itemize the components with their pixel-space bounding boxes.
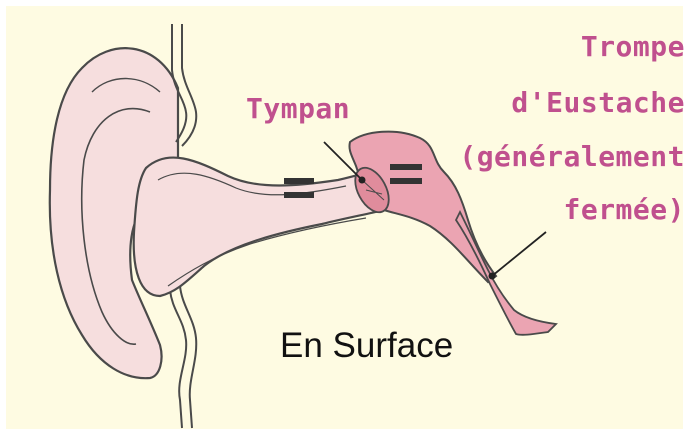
tympan-pointer-dot — [359, 177, 366, 184]
eustachian-tube-label-line-4: fermée) — [563, 193, 685, 226]
tympan-label: Tympan — [246, 92, 350, 125]
eustache-pointer-dot — [489, 273, 496, 280]
surface-caption: En Surface — [280, 326, 453, 366]
eustachian-tube-label-line-3: (généralement — [459, 140, 685, 173]
eustachian-tube-label-line-1: Trompe — [581, 30, 685, 63]
eustachian-tube-label-line-2: d'Eustache — [511, 86, 685, 119]
